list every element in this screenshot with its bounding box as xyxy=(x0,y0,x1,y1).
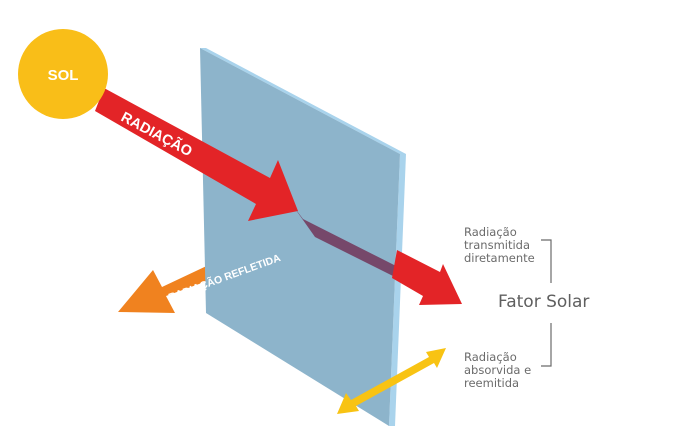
sun-label: SOL xyxy=(48,67,79,84)
fator-solar-bracket xyxy=(541,239,552,367)
glass-pane xyxy=(200,48,400,426)
absorbed-reemitted-arrow xyxy=(337,348,446,414)
sun-circle xyxy=(18,29,108,119)
glass-pane-side xyxy=(389,154,406,426)
transmitted-radiation-label: Radiação transmitida diretamente xyxy=(464,225,535,265)
absorbed-radiation-label: Radiação absorvida e reemitida xyxy=(464,350,532,390)
transmitted-ray-through-glass xyxy=(291,203,398,276)
fator-solar-label: Fator Solar xyxy=(498,292,590,312)
glass-pane-edge xyxy=(200,48,406,154)
transmitted-ray-arrow xyxy=(392,250,462,305)
incident-ray-arrow xyxy=(95,88,298,221)
